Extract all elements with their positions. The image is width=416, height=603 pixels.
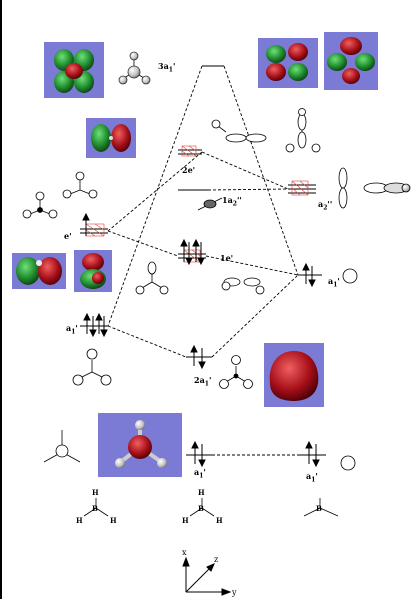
axis-z-label: z: [214, 555, 219, 564]
label-a1-bottom-mid: a1': [194, 467, 206, 480]
label-1a2: 1a2'': [222, 195, 242, 208]
axis-x-label: x: [182, 548, 187, 557]
label-a1-bottom-right: a1': [306, 471, 318, 484]
mo-image-e-left-b: [74, 250, 112, 292]
atom-h-mid-1: H: [182, 516, 189, 525]
mo-image-e-mid: [86, 118, 136, 158]
label-2a1: 2a1': [194, 375, 212, 388]
mo-image-2e-right-a: [258, 38, 318, 88]
mo-image-bh3-molecule: [98, 413, 182, 477]
orbital-sketches: [22, 51, 411, 517]
mo-image-3a1: [44, 42, 104, 98]
atom-h-left-2: H: [110, 516, 117, 525]
atom-h-left-1: H: [76, 516, 83, 525]
energy-levels: [80, 65, 326, 456]
atom-b-mid: B: [198, 504, 204, 513]
mo-image-2e-right-b: [324, 32, 378, 90]
electron-arrows: [82, 212, 320, 468]
axis-y-label: y: [232, 588, 237, 597]
mo-image-2a1: [264, 343, 324, 407]
label-a1-left: a1': [66, 323, 78, 336]
atom-b-right: B: [316, 504, 322, 513]
correlation-lines: [107, 65, 300, 456]
atom-h-top-left: H: [92, 488, 99, 497]
label-a2-right: a2'': [318, 199, 333, 212]
atom-b-left: B: [92, 504, 98, 513]
label-2e: 2e': [182, 165, 196, 175]
label-e-left: e': [64, 231, 72, 241]
atom-h-top-mid: H: [198, 488, 205, 497]
mo-image-e-left-a: [12, 253, 66, 289]
label-1e: 1e': [220, 253, 234, 263]
label-3a1: 3a1': [158, 61, 176, 74]
label-a1-right: a1': [328, 276, 340, 289]
atom-h-mid-2: H: [216, 516, 223, 525]
axes: [182, 556, 232, 596]
